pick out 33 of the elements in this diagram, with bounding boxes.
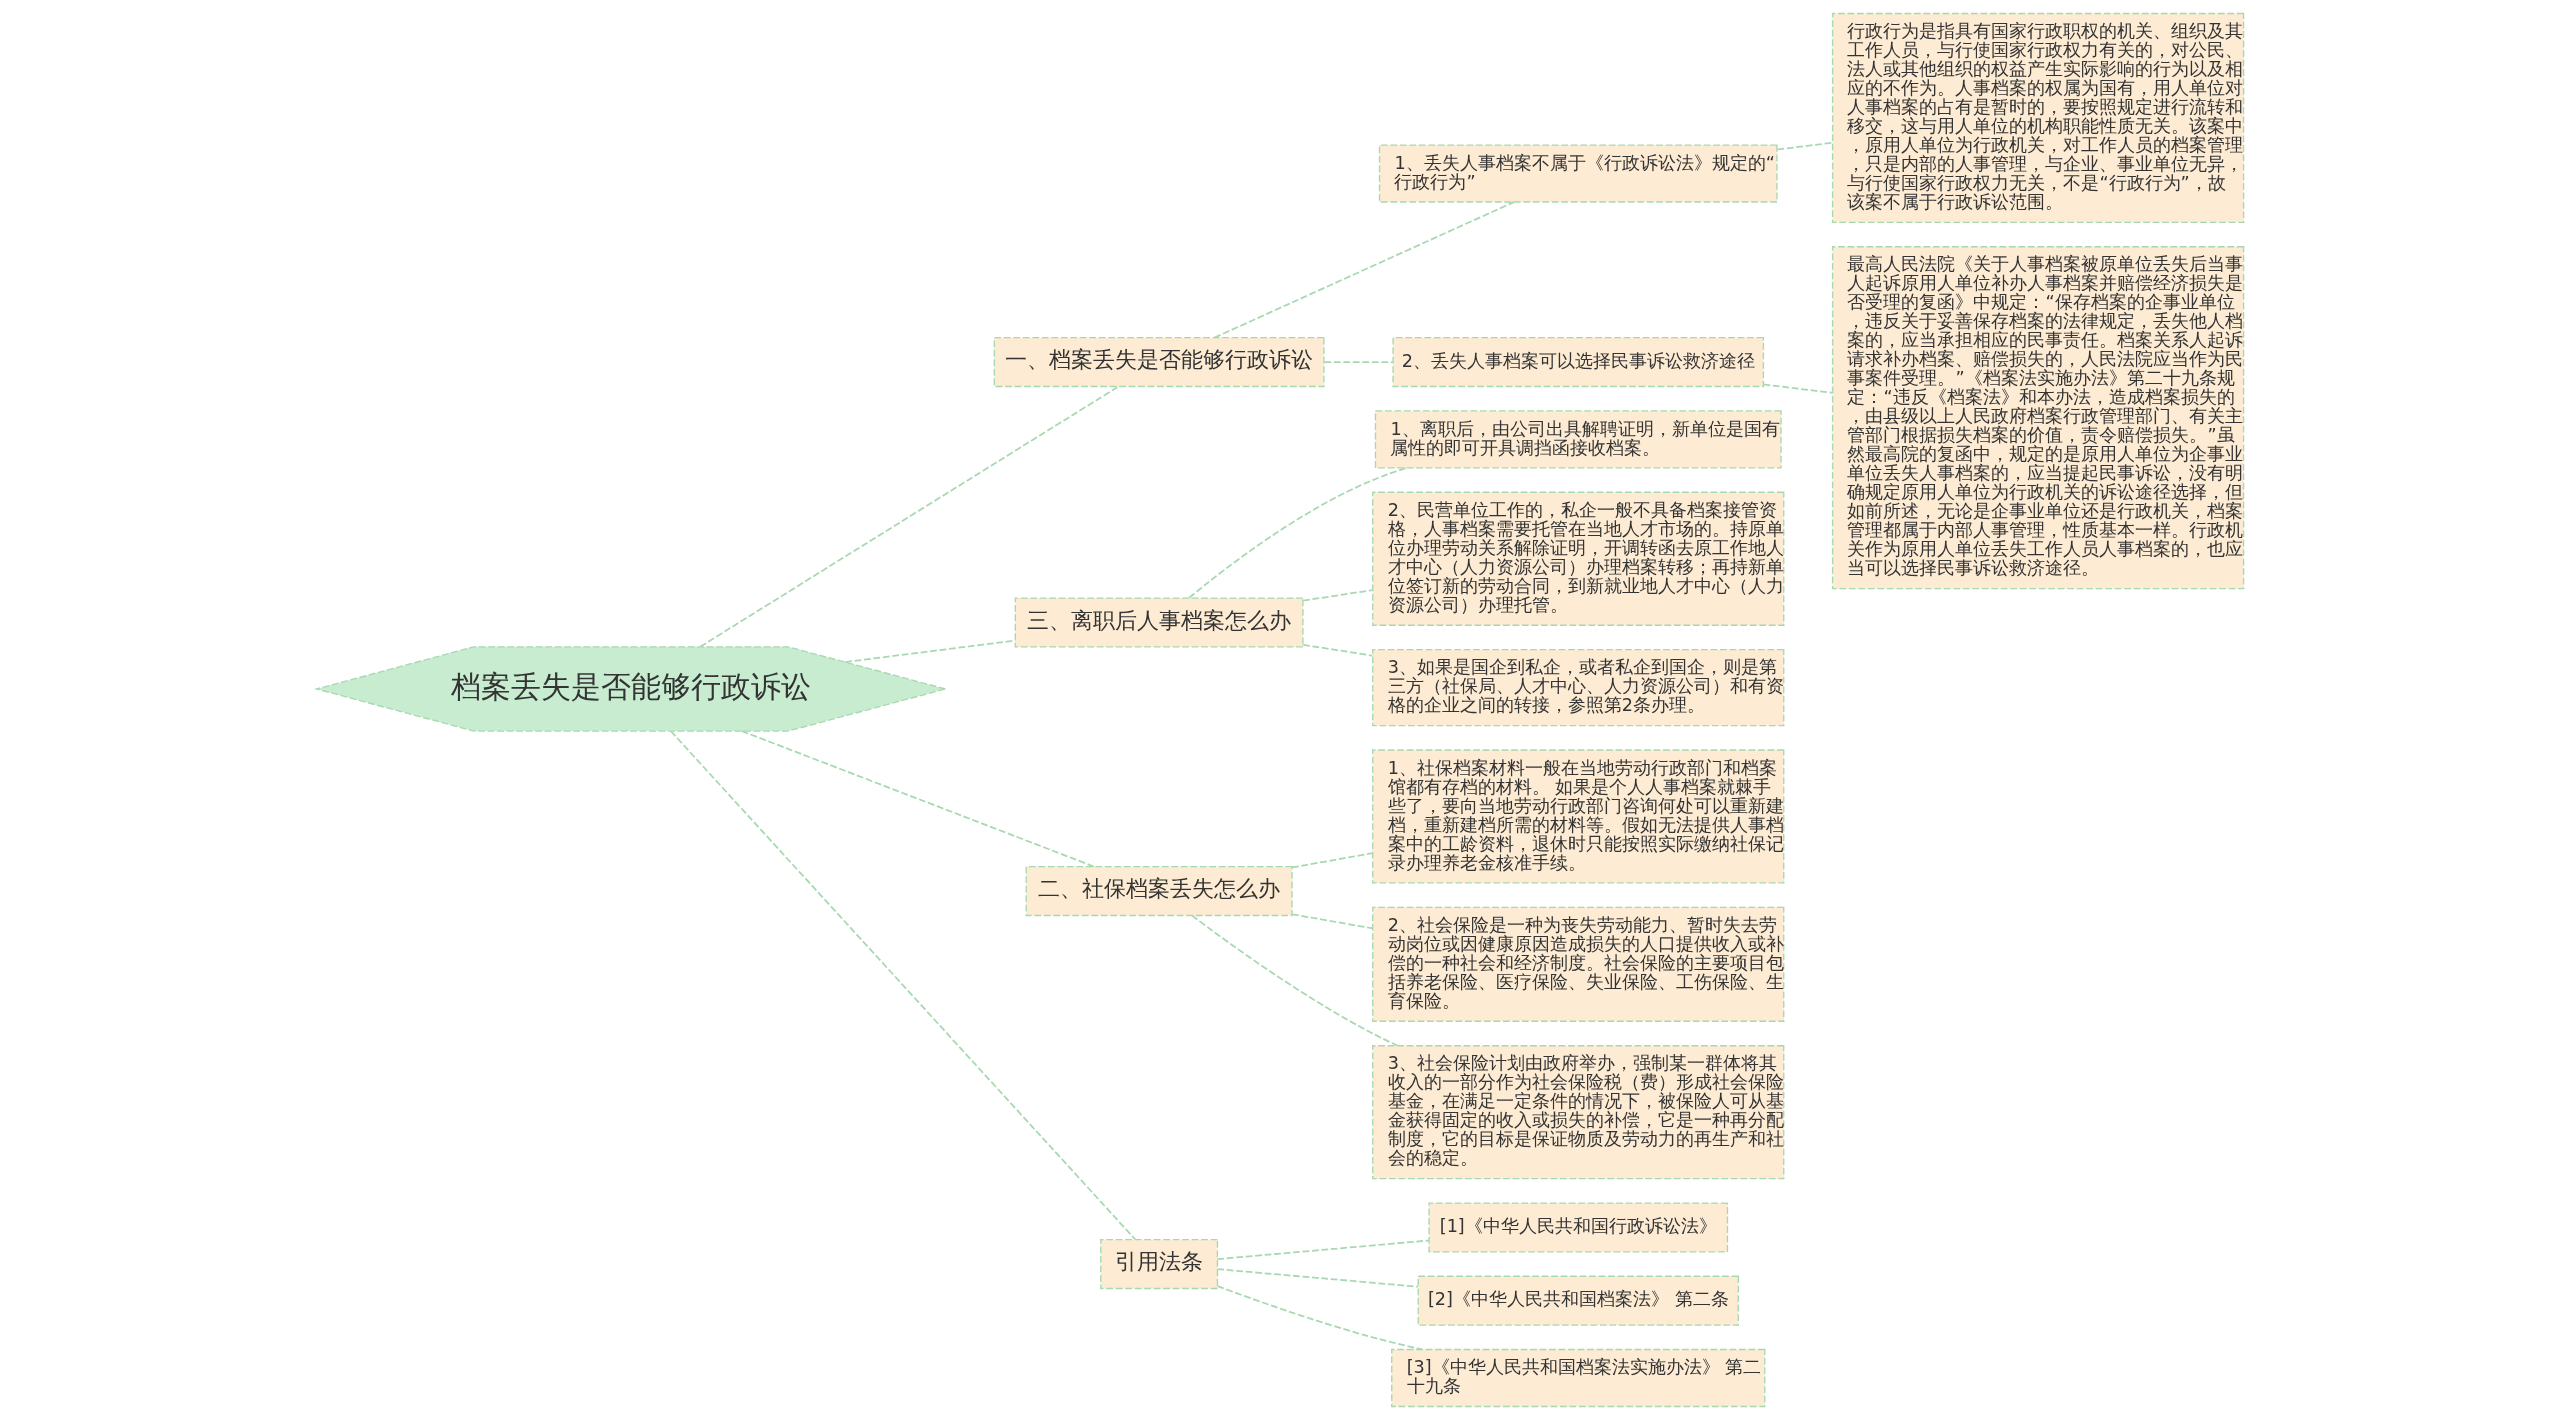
node-box: 1、丢失人事档案不属于《行政诉讼法》规定的“行政行为” xyxy=(1378,144,1778,203)
connector xyxy=(670,730,1136,1241)
node-box: 三、离职后人事档案怎么办 xyxy=(1014,597,1304,648)
connector xyxy=(1291,852,1374,869)
connector xyxy=(1188,467,1408,599)
node-box: 最高人民法院《关于人事档案被原单位丢失后当事人起诉原用人单位补办人事档案并赔偿经济损失是否受理的复函》中规定：“保存档案的企事业单位，违反关于妥善保存档案的法律规定，丢失他人档案的，应当承担相应的民事责任。档案关系人起诉请求补办档案、赔偿损失的，人民法院应当作为民事案件受理。”《档案法实施办法》第二十九条规定：“违反《档案法》和本办法，造成档案损失的，由县级以上人民政府档案行政管理部门、有关主管部门根据损失档案的价值，责令赔偿损失。”虽然最高院的复函中，规定的是原用人单位为企事业单位丢失人事档案的，应当提起民事诉讼，没有明确规定原用人单位为行政机关的诉讼途径选择，但如前所述，无论是企事业单位还是行政机关，档案管理都属于内部人事管理，性质基本一样。行政机关作为原用人单位丢失工作人员人事档案的，也应当可以选择民事诉讼救济途径。 xyxy=(1831,246,2245,590)
connector xyxy=(1291,913,1374,930)
connector xyxy=(1302,643,1374,657)
node-box: 2、丢失人事档案可以选择民事诉讼救济途径 xyxy=(1392,337,1765,388)
connector xyxy=(1216,1239,1430,1260)
connector xyxy=(1216,1268,1419,1288)
node-box: 行政行为是指具有国家行政职权的机关、组织及其工作人员，与行使国家行政权力有关的，对公民、法人或其他组织的权益产生实际影响的行为以及相应的不作为。人事档案的权属为国有，用人单位对人事档案的占有是暂时的，要按照规定进行流转和移交，这与用人单位的机构职能性质无关。该案中，原用人单位为行政机关，对工作人员的档案管理，只是内部的人事管理，与企业、事业单位无异，与行使国家行政权力无关，不是“行政行为”，故该案不属于行政诉讼范围。 xyxy=(1831,12,2245,224)
node-box: 引用法条 xyxy=(1100,1239,1219,1290)
node-box: 2、民营单位工作的，私企一般不具备档案接管资格，人事档案需要托管在当地人才市场的。持原单位办理劳动关系解除证明，开调转函去原工作地人才中心（人力资源公司）办理档案转移；再持新单位签订新的劳动合同，到新就业地人才中心（人力资源公司）办理托管。 xyxy=(1372,491,1785,626)
node-box: 3、如果是国企到私企，或者私企到国企，则是第三方（社保局、人才中心、人力资源公司）和有资格的企业之间的转接，参照第2条办理。 xyxy=(1372,648,1785,727)
connector xyxy=(1302,589,1374,602)
connector xyxy=(1216,1285,1423,1351)
node-box: 2、社会保险是一种为丧失劳动能力、暂时失去劳动岗位或因健康原因造成损失的人口提供收入或补偿的一种社会和经济制度。社会保险的主要项目包括养老保险、医疗保险、失业保险、工伤保险、生育保险。 xyxy=(1372,906,1785,1022)
connector xyxy=(740,730,1096,868)
node-box: [2]《中华人民共和国档案法》 第二条 xyxy=(1417,1275,1739,1326)
connector xyxy=(1762,383,1834,394)
node-box: [1]《中华人民共和国行政诉讼法》 xyxy=(1428,1202,1729,1253)
node-box: 1、社保档案材料一般在当地劳动行政部门和档案馆都有存档的材料。 如果是个人人事档案就棘手些了，要向当地劳动行政部门咨询何处可以重新建档，重新建档所需的材料等。假如无法提供人事档案中的工龄资料，退休时只能按照实际缴纳社保记录办理养老金核准手续。 xyxy=(1372,749,1785,884)
connector xyxy=(699,385,1120,648)
connector xyxy=(1776,141,1834,151)
connector xyxy=(1213,201,1515,339)
node-box: 一、档案丢失是否能够行政诉讼 xyxy=(993,337,1325,388)
node-box: 3、社会保险计划由政府举办，强制某一群体将其收入的一部分作为社会保险税（费）形成社会保险基金，在满足一定条件的情况下，被保险人可从基金获得固定的收入或损失的补偿，它是一种再分配制度，它的目标是保证物质及劳动力的再生产和社会的稳定。 xyxy=(1372,1045,1785,1180)
connector xyxy=(1323,361,1394,363)
node-box: 二、社保档案丢失怎么办 xyxy=(1025,866,1293,917)
connector xyxy=(1191,914,1399,1047)
node-box: 1、离职后，由公司出具解聘证明，新单位是国有属性的即可开具调挡函接收档案。 xyxy=(1374,410,1782,469)
node-box: [3]《中华人民共和国档案法实施办法》 第二十九条 xyxy=(1391,1348,1766,1408)
